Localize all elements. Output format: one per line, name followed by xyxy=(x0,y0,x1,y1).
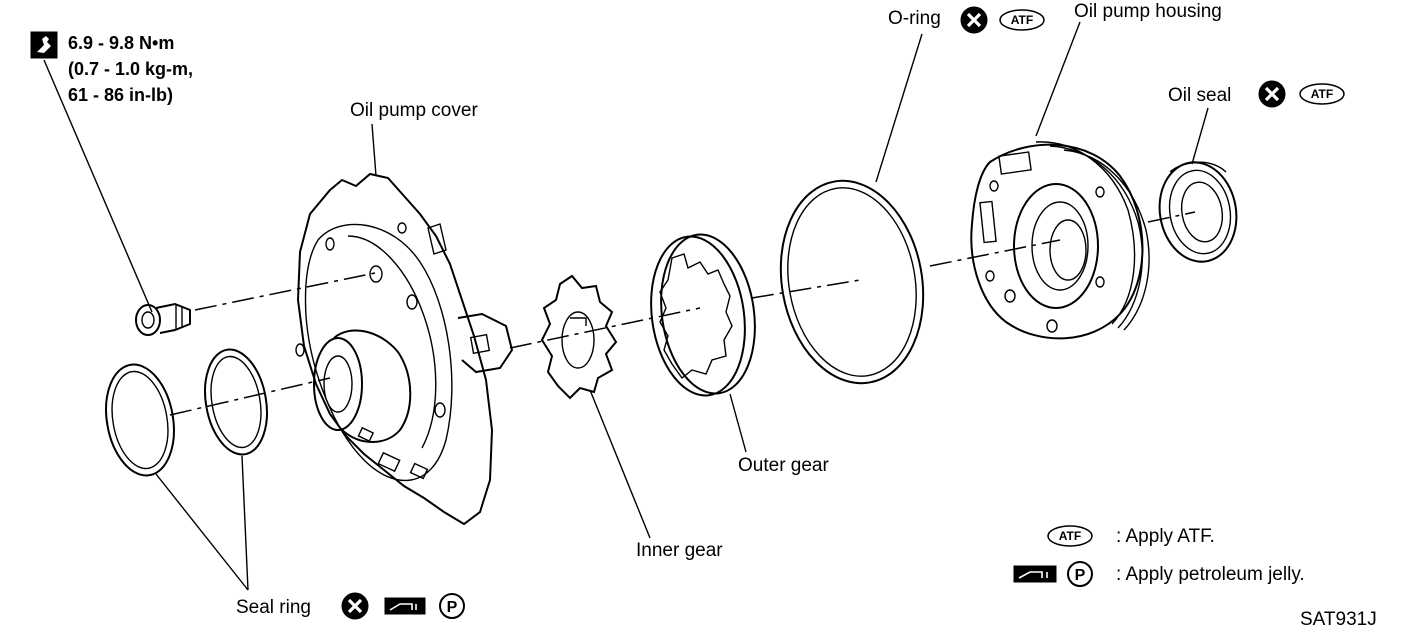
legend-jelly-row: P : Apply petroleum jelly. xyxy=(1013,561,1305,587)
main-axis-left xyxy=(169,377,331,416)
petroleum-jelly-icon xyxy=(384,597,426,615)
oil-pump-cover-label: Oil pump cover xyxy=(350,100,478,121)
atf-icon: ATF xyxy=(1299,83,1345,105)
oil-seal-leader xyxy=(1191,107,1209,165)
figure-code: SAT931J xyxy=(1300,609,1377,630)
bolt-axis-line xyxy=(194,272,376,311)
do-not-reuse-icon xyxy=(960,6,988,34)
jelly-p-text: P xyxy=(447,599,458,616)
petroleum-jelly-p-icon: P xyxy=(439,593,465,619)
outer-gear-leader xyxy=(729,393,747,453)
petroleum-jelly-p-icon: P xyxy=(1067,561,1093,587)
jelly-p-text: P xyxy=(1075,567,1086,584)
o-ring-leader xyxy=(875,33,923,183)
atf-icon: ATF xyxy=(999,9,1045,31)
oil-pump-housing-leader xyxy=(1035,21,1081,137)
torque-spec-nm: 6.9 - 9.8 N•m xyxy=(68,33,174,53)
oil-seal xyxy=(1158,161,1238,263)
main-axis-seal xyxy=(1147,211,1196,223)
legend-jelly-text: : Apply petroleum jelly. xyxy=(1116,564,1305,585)
seal-ring-leader-inner xyxy=(241,455,249,591)
outer-gear xyxy=(650,233,756,397)
oil-seal-label: Oil seal xyxy=(1168,85,1231,106)
torque-spec-kgm: (0.7 - 1.0 kg-m, xyxy=(68,59,193,79)
main-axis-mid xyxy=(509,307,701,349)
seal-ring-inner xyxy=(204,348,268,456)
legend-atf-text: : Apply ATF. xyxy=(1116,526,1215,547)
atf-icon-text: ATF xyxy=(1059,529,1081,543)
o-ring xyxy=(779,179,925,385)
oil-pump-cover-leader xyxy=(371,123,377,177)
oil-pump-housing-label: Oil pump housing xyxy=(1074,1,1222,22)
main-axis-oring xyxy=(751,279,861,299)
inner-gear-leader xyxy=(589,389,651,539)
main-axis-housing xyxy=(929,239,1061,267)
do-not-reuse-icon xyxy=(341,592,369,620)
seal-ring-outer xyxy=(105,363,175,477)
o-ring-label: O-ring xyxy=(888,8,941,29)
atf-icon-text: ATF xyxy=(1011,13,1033,27)
inner-gear xyxy=(540,274,618,400)
petroleum-jelly-icon xyxy=(1013,565,1057,583)
atf-icon: ATF xyxy=(1047,525,1093,547)
do-not-reuse-icon xyxy=(1258,80,1286,108)
inner-gear-label: Inner gear xyxy=(636,540,723,561)
bolt-leader-line xyxy=(43,59,153,313)
bolt xyxy=(135,302,191,336)
oil-pump-cover xyxy=(295,172,514,526)
torque-wrench-icon xyxy=(30,31,58,59)
oil-pump-housing xyxy=(970,141,1150,340)
atf-icon-text: ATF xyxy=(1311,87,1333,101)
torque-spec-inlb: 61 - 86 in-lb) xyxy=(68,85,173,105)
seal-ring-leader-outer xyxy=(155,473,249,591)
legend-atf-row: ATF : Apply ATF. xyxy=(1047,525,1215,547)
outer-gear-label: Outer gear xyxy=(738,455,829,476)
seal-ring-label: Seal ring xyxy=(236,597,311,618)
